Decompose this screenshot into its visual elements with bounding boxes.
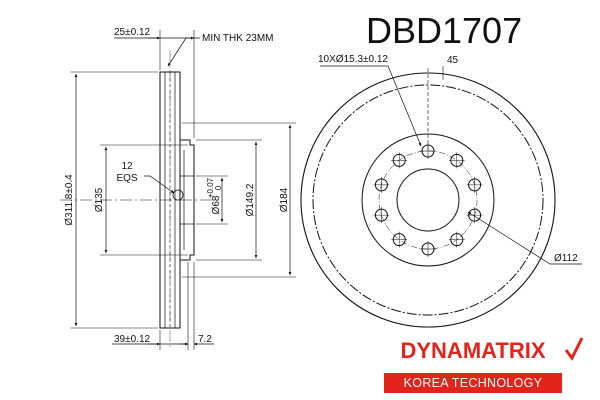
- section-bolt-hole: [172, 189, 184, 201]
- bolt-hole-centers: [373, 143, 483, 257]
- brand-logo: DYNAMATRIX KOREA TECHNOLOGY: [384, 334, 594, 396]
- dim-pcd: Ø112: [554, 253, 578, 264]
- side-view: [60, 30, 296, 350]
- disc-outer-edge: [300, 72, 556, 328]
- min-thk-leader: [167, 37, 200, 67]
- dim-holes-count: 12: [121, 161, 133, 172]
- pcd-leader: [467, 211, 582, 265]
- eqs-leader: [144, 175, 175, 194]
- dim-holes-eqs: EQS: [116, 173, 137, 184]
- disc-friction-inner: [312, 84, 544, 316]
- dim-center-bore-tol-zero: 0: [214, 185, 223, 190]
- front-view: [300, 65, 582, 328]
- dim-flange-thickness: 7.2: [198, 334, 212, 345]
- dim-center-bore: Ø68: [211, 195, 222, 214]
- bolt-holes: [374, 144, 482, 256]
- bolt-holes-leader: [320, 65, 422, 147]
- dim-min-thickness: MIN THK 23MM: [202, 33, 274, 44]
- dim-angle: 45: [447, 55, 459, 66]
- dim-overall-height: 39±0.12: [114, 334, 151, 345]
- pcd-circle: [378, 150, 478, 250]
- dim-outer-diameter: Ø311.8±0.4: [64, 174, 75, 226]
- dim-135: Ø135: [94, 187, 105, 212]
- part-number: DBD1707: [366, 10, 523, 51]
- brand-name: DYNAMATRIX: [400, 338, 546, 363]
- brand-tagline: KOREA TECHNOLOGY: [384, 373, 562, 393]
- dim-bolt-holes: 10XØ15.3±0.12: [318, 54, 388, 65]
- hat-section: [179, 139, 195, 261]
- dim-149: Ø149.2: [245, 183, 256, 216]
- disc-center-bore: [396, 168, 460, 232]
- dim-hat-depth: 25±0.12: [114, 27, 151, 38]
- dim-184: Ø184: [279, 187, 290, 212]
- brand-check-icon: [564, 337, 584, 361]
- dim-center-bore-tol-plus: +0.07: [206, 177, 215, 198]
